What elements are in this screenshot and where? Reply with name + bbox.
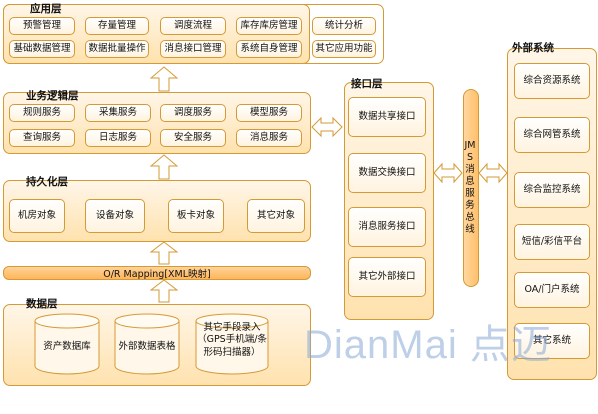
- ext-box-monitoring: 综合监控系统: [514, 172, 590, 208]
- app-box-self-mgmt: 系统自身管理: [236, 40, 302, 58]
- ext-box-resource: 综合资源系统: [514, 63, 590, 99]
- arrow-up-icon: [150, 279, 178, 303]
- app-box-dispatch: 调度流程: [160, 17, 226, 35]
- business-logic-layer-title: 业务逻辑层: [26, 90, 79, 102]
- external-systems-title: 外部系统: [512, 42, 554, 54]
- app-box-msg-iface: 消息接口管理: [160, 40, 226, 58]
- ext-box-oa-portal: OA/门户系统: [514, 272, 590, 308]
- database-cylinder-icon: [195, 313, 269, 375]
- data-asset-db-label: 资产数据库: [43, 341, 91, 352]
- double-arrow-icon: [433, 162, 463, 184]
- app-box-stock: 存量管理: [85, 17, 149, 35]
- ext-box-sms-mms: 短信/彩信平台: [514, 224, 590, 260]
- watermark-text: DianMai 点迈: [304, 323, 552, 367]
- app-box-basic-data: 基础数据管理: [9, 40, 75, 58]
- biz-box-log: 日志服务: [85, 129, 151, 147]
- interface-layer-title: 接口层: [351, 78, 383, 90]
- orm-mapping-bar: O/R Mapping[XML映射]: [3, 266, 311, 280]
- ext-box-other: 其它系统: [514, 323, 590, 359]
- app-box-stats: 统计分析: [312, 17, 376, 35]
- biz-box-security: 安全服务: [160, 129, 226, 147]
- data-external-table-label: 外部数据表格: [118, 341, 176, 352]
- biz-box-query: 查询服务: [9, 129, 75, 147]
- persist-box-device: 设备对象: [85, 199, 145, 233]
- iface-box-data-exchange: 数据交换接口: [348, 153, 426, 193]
- arrow-up-icon: [150, 154, 178, 180]
- biz-box-dispatch: 调度服务: [160, 104, 226, 122]
- biz-box-message: 消息服务: [236, 129, 302, 147]
- persistence-layer-title: 持久化层: [26, 176, 68, 188]
- app-box-warehouse: 库存库房管理: [236, 17, 302, 35]
- jms-bus-label: JMS消息服务总线: [464, 140, 476, 235]
- ext-box-network-mgmt: 综合网管系统: [514, 117, 590, 153]
- biz-box-model: 模型服务: [236, 104, 302, 122]
- application-layer-title: 应用层: [30, 3, 62, 15]
- iface-box-data-share: 数据共享接口: [348, 97, 426, 137]
- arrow-up-icon: [150, 241, 178, 265]
- persist-box-room: 机房对象: [9, 199, 65, 233]
- double-arrow-icon: [478, 162, 508, 184]
- iface-box-other-external: 其它外部接口: [348, 257, 426, 297]
- persist-box-card: 板卡对象: [168, 199, 224, 233]
- app-box-batch-ops: 数据批量操作: [85, 40, 149, 58]
- app-box-alert: 预警管理: [9, 17, 75, 35]
- double-arrow-icon: [311, 116, 343, 138]
- app-box-other-apps: 其它应用功能: [312, 40, 376, 58]
- biz-box-rule: 规则服务: [9, 104, 75, 122]
- database-cylinder-icon: [34, 313, 100, 375]
- database-cylinder-icon: [114, 313, 180, 375]
- biz-box-collect: 采集服务: [85, 104, 151, 122]
- jms-bus: [463, 89, 479, 287]
- data-layer-title: 数据层: [26, 298, 58, 310]
- arrow-up-icon: [150, 66, 178, 92]
- iface-box-message-service: 消息服务接口: [348, 207, 426, 247]
- orm-mapping-label: O/R Mapping[XML映射]: [103, 269, 211, 280]
- persist-box-other: 其它对象: [247, 199, 305, 233]
- data-other-input-label: 其它手段录入 （GPS手机端/条 形码扫描器）: [197, 322, 267, 358]
